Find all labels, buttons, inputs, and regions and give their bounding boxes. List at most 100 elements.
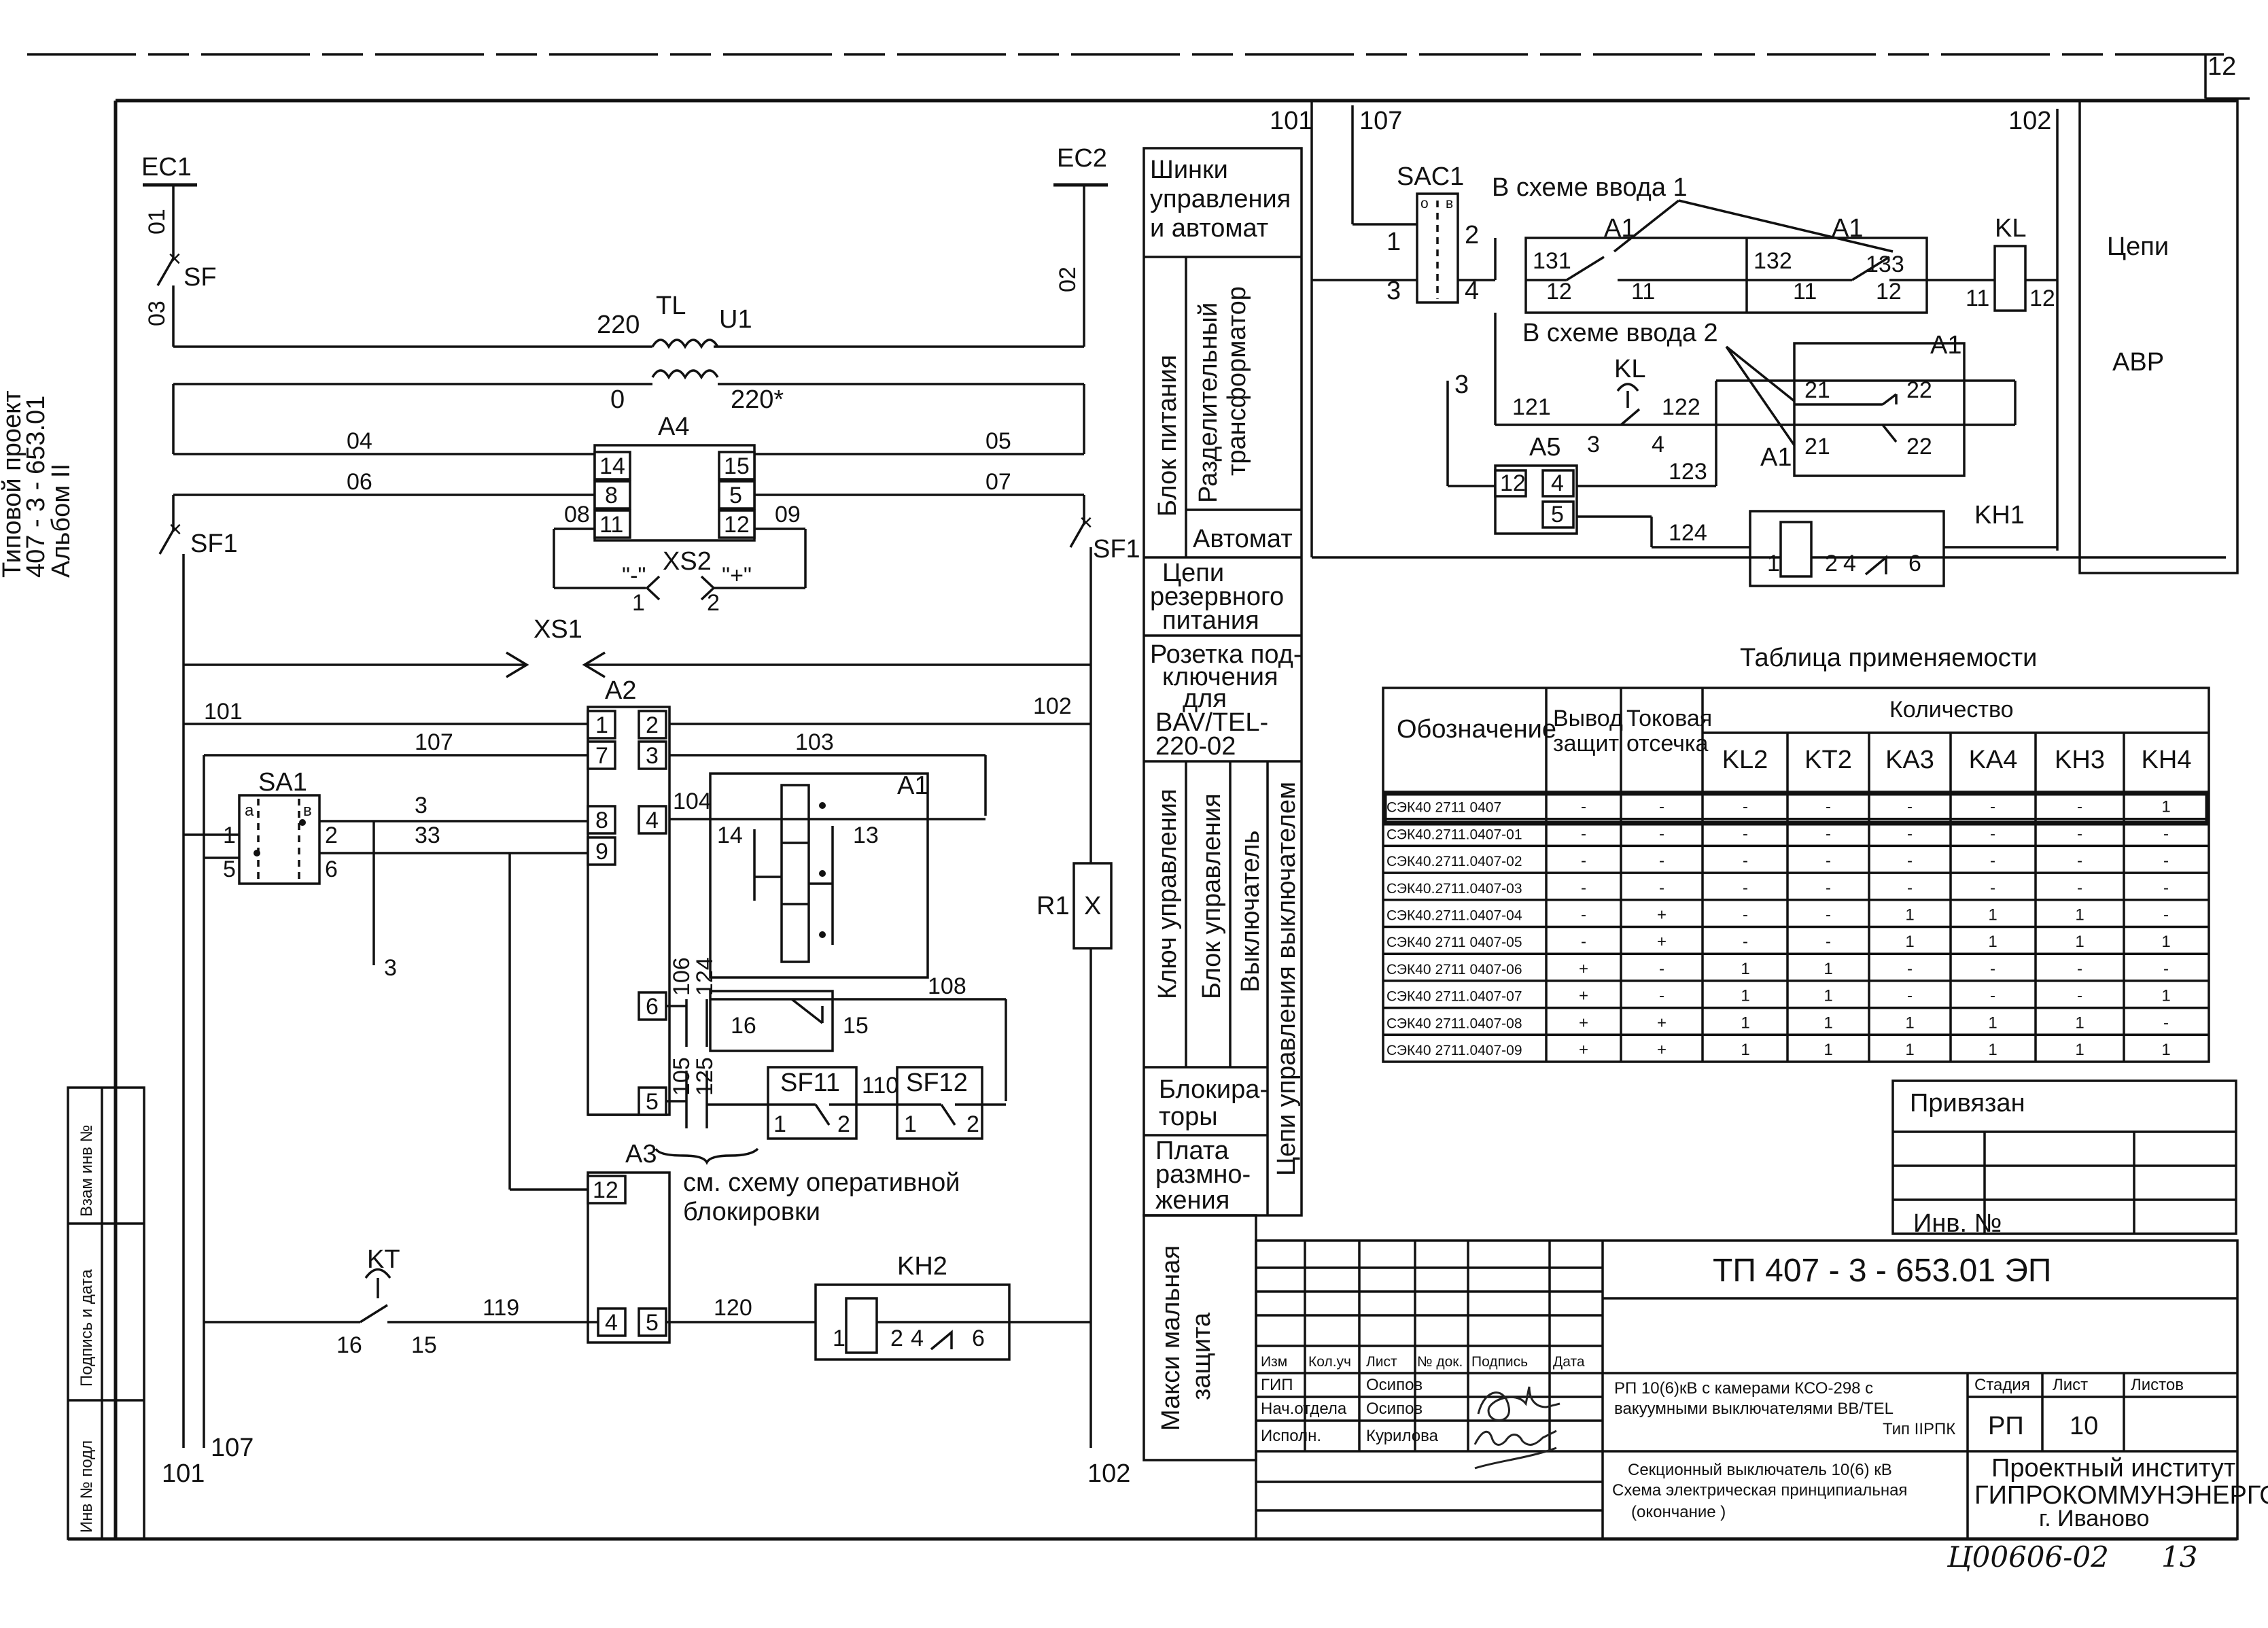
xs1-label: XS1 [534, 615, 582, 644]
table-cell: - [1659, 987, 1664, 1005]
table-cell: - [1907, 825, 1913, 843]
table-row-designation: СЭК40.2711.0407-02 [1386, 854, 1522, 869]
svg-text:трансформатор: трансформатор [1223, 286, 1251, 476]
sf12-label: SF12 [906, 1069, 968, 1097]
svg-text:Курилова: Курилова [1366, 1427, 1439, 1445]
table-cell: - [1743, 933, 1748, 951]
svg-text:2: 2 [966, 1111, 979, 1137]
table-cell: - [2163, 960, 2169, 978]
a1-label: A1 [897, 772, 928, 800]
qty-col-header: KA3 [1885, 746, 1934, 774]
svg-text:01: 01 [144, 209, 170, 235]
svg-text:2: 2 [1825, 551, 1838, 576]
svg-text:Инв № подл: Инв № подл [77, 1440, 96, 1533]
svg-text:103: 103 [795, 729, 834, 755]
svg-text:11: 11 [599, 512, 623, 538]
svg-text:и автомат: и автомат [1150, 214, 1268, 243]
table-cell: 1 [1824, 1041, 1832, 1059]
svg-text:блокировки: блокировки [683, 1198, 820, 1226]
svg-text:A1: A1 [1760, 443, 1792, 472]
r1-label: R1 [1036, 892, 1070, 920]
sf11-label: SF11 [780, 1069, 840, 1097]
svg-text:1: 1 [833, 1326, 845, 1351]
svg-text:220*: 220* [731, 385, 784, 414]
title-block: Изм Кол.уч Лист № док. Подпись Дата ГИП … [1255, 1239, 2268, 1540]
table-row-designation: СЭК40 2711.0407-09 [1386, 1043, 1522, 1058]
table-row-designation: СЭК40 2711.0407-07 [1386, 989, 1522, 1005]
svg-text:16: 16 [336, 1332, 362, 1358]
table-cell: 1 [1988, 1014, 1997, 1032]
svg-text:Листов: Листов [2131, 1376, 2184, 1394]
a2-label: A2 [605, 676, 636, 705]
table-cell: - [1659, 852, 1664, 870]
svg-text:33: 33 [415, 822, 440, 848]
table-cell: - [1826, 852, 1831, 870]
svg-text:12: 12 [1876, 279, 1902, 305]
table-row-designation: СЭК40 2711 0407-06 [1386, 962, 1522, 977]
svg-text:107: 107 [415, 729, 453, 755]
svg-text:2: 2 [325, 822, 338, 848]
svg-text:для: для [1183, 685, 1227, 713]
svg-text:123: 123 [1669, 459, 1707, 485]
table-cell: 1 [1905, 906, 1914, 924]
svg-text:а: а [245, 801, 254, 820]
svg-text:132: 132 [1754, 248, 1792, 274]
table-cell: - [2163, 906, 2169, 924]
svg-text:107: 107 [1359, 107, 1402, 135]
table-cell: 1 [2161, 987, 2170, 1005]
svg-text:Розетка под-: Розетка под- [1150, 640, 1302, 669]
svg-text:3: 3 [1454, 370, 1469, 399]
svg-text:Ключ управления: Ключ управления [1153, 789, 1182, 999]
table-cell: 1 [2161, 1041, 2170, 1059]
svg-text:1: 1 [904, 1111, 917, 1137]
svg-text:№ док.: № док. [1417, 1354, 1463, 1370]
document-code: ТП 407 - 3 - 653.01 ЭП [1713, 1253, 2051, 1289]
table-cell: + [1657, 1041, 1667, 1059]
svg-text:02: 02 [1055, 266, 1081, 292]
svg-text:22: 22 [1906, 377, 1932, 403]
table-cell: - [1581, 906, 1586, 924]
table-cell: - [1743, 825, 1748, 843]
table-title: Таблица применяемости [1740, 644, 2037, 672]
svg-text:(окончание ): (окончание ) [1631, 1503, 1726, 1521]
svg-text:5: 5 [223, 856, 236, 882]
svg-text:07: 07 [985, 469, 1011, 495]
svg-text:2: 2 [890, 1326, 903, 1351]
table-cell: + [1579, 987, 1588, 1005]
svg-text:ключения: ключения [1162, 663, 1278, 691]
svg-text:управления: управления [1150, 185, 1291, 213]
svg-text:1: 1 [1386, 228, 1401, 256]
svg-text:120: 120 [714, 1295, 752, 1321]
table-cell: - [1659, 879, 1664, 897]
svg-text:отсечка: отсечка [1626, 731, 1708, 757]
svg-text:2: 2 [646, 712, 659, 738]
table-cell: - [1826, 933, 1831, 951]
svg-text:Блок питания: Блок питания [1153, 355, 1182, 517]
svg-text:Токовая: Токовая [1626, 706, 1712, 731]
table-cell: - [2077, 987, 2082, 1005]
svg-text:8: 8 [605, 483, 618, 508]
svg-text:102: 102 [1087, 1459, 1130, 1488]
svg-text:Проектный институт: Проектный институт [1991, 1454, 2235, 1483]
svg-text:×: × [169, 517, 182, 542]
svg-text:3: 3 [646, 743, 659, 769]
svg-text:5: 5 [646, 1089, 659, 1115]
svg-text:108: 108 [928, 973, 966, 999]
svg-text:6: 6 [325, 856, 338, 882]
table-cell: 1 [1824, 987, 1832, 1005]
svg-text:Цепи управления выключателем: Цепи управления выключателем [1272, 782, 1301, 1176]
svg-text:16: 16 [731, 1013, 756, 1039]
signature-1 [1477, 1386, 1560, 1421]
ec1-label: EC1 [141, 153, 192, 181]
table-cell: - [2077, 852, 2082, 870]
a5-label: A5 [1529, 433, 1560, 462]
svg-text:×: × [168, 246, 181, 272]
svg-text:X: X [1084, 892, 1101, 920]
svg-text:119: 119 [483, 1295, 519, 1321]
table-cell: 1 [2075, 1014, 2084, 1032]
sf1-right-label: SF1 [1093, 535, 1140, 564]
svg-text:14: 14 [599, 453, 625, 479]
svg-text:Макси мальная: Макси мальная [1157, 1245, 1185, 1431]
function-legend: Шинки управления и автомат Блок питания … [1142, 147, 1303, 1461]
svg-text:Количество: Количество [1889, 697, 2014, 723]
